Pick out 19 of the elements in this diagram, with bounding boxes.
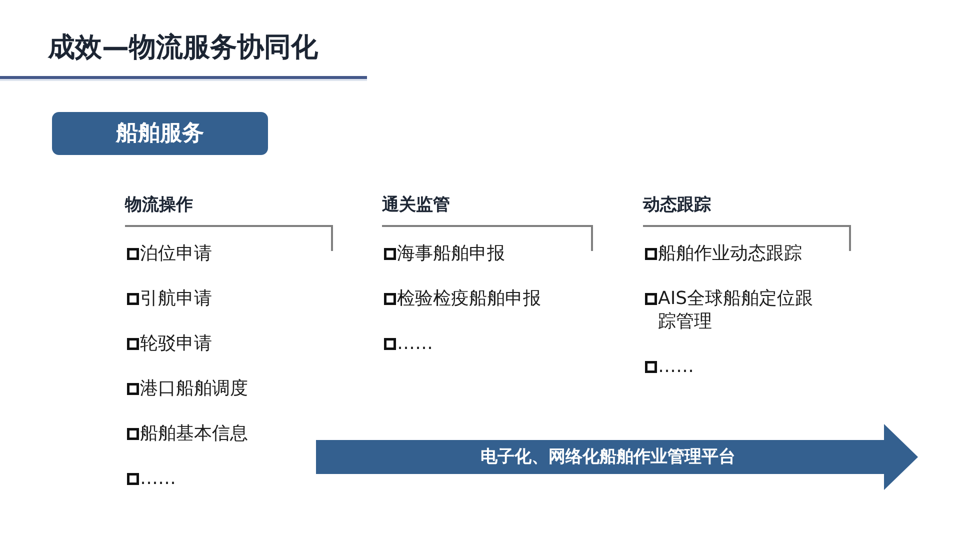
list-item-text: 船舶基本信息 — [140, 422, 248, 445]
tab-title: 船舶服务 — [116, 122, 204, 144]
list-item-text: AIS全球船舶定位跟踪管理 — [658, 287, 814, 333]
list-item-text: 检验检疫船舶申报 — [397, 287, 541, 310]
column-heading: 通关监管 — [382, 194, 451, 217]
column-heading: 动态跟踪 — [643, 194, 712, 217]
list-item-text: 轮驳申请 — [140, 332, 212, 355]
page-title: 成效—物流服务协同化 — [48, 34, 318, 61]
list-item-text: …… — [140, 467, 176, 490]
list-item-text: 泊位申请 — [140, 242, 212, 265]
list-item-text: 引航申请 — [140, 287, 212, 310]
list-item-text: 港口船舶调度 — [140, 377, 248, 400]
list-item-text: …… — [397, 332, 433, 355]
list-item-text: 船舶作业动态跟踪 — [658, 242, 802, 265]
list-item-text: …… — [658, 355, 694, 378]
category-tab — [52, 112, 268, 155]
platform-label: 电子化、网络化船舶作业管理平台 — [480, 448, 736, 466]
column-heading: 物流操作 — [125, 194, 194, 217]
list-item-text: 海事船舶申报 — [397, 242, 505, 265]
